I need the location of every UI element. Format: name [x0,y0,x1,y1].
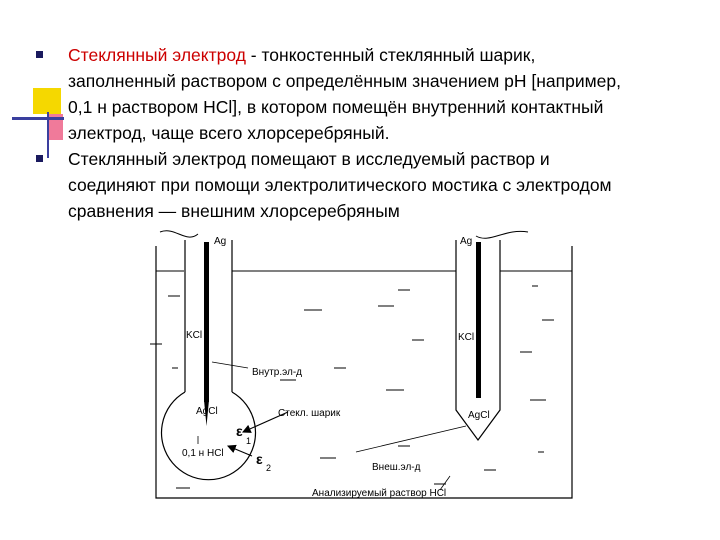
epsilon-1-arrow [241,411,289,433]
solution-dashes [150,285,554,489]
label-agcl-left: AgCl [196,406,218,417]
label-kcl-right: KCl [458,332,474,343]
glass-bulb [160,391,257,481]
decor-blue-vline [47,112,49,158]
inner-silver-wire [204,242,209,402]
label-agcl-right: AgCl [468,410,490,421]
bullet-item-glass-electrode: Стеклянный электрод - тонкостенный стекл… [36,42,706,146]
bullet-text: Стеклянный электрод помещают в исследуем… [68,149,612,221]
bullet-square-icon [36,155,43,162]
term-highlight: Стеклянный электрод [68,45,246,65]
left-lead-wire [159,230,199,238]
bullet-text: - тонкостенный стеклянный шарик, заполне… [68,45,621,143]
bullet-square-icon [36,51,43,58]
bullet-item-placement: Стеклянный электрод помещают в исследуем… [36,146,706,224]
label-kcl-left: KCl [186,330,202,341]
inner-electrode-leader [211,361,249,369]
decor-yellow-block [33,88,61,114]
outer-silver-wire [476,242,481,398]
label-glass-bulb: Стекл. шарик [278,408,341,419]
label-epsilon-2: ε [256,451,263,467]
decor-blue-line [12,117,64,120]
vessel-outline [155,246,573,499]
outer-electrode-arrow [355,425,467,453]
label-ag-left: Ag [214,236,226,247]
decor-pink-block [48,114,63,140]
label-epsilon-1: ε [236,423,243,439]
label-analyzed-solution: Анализируемый раствор HCl [312,488,446,499]
right-lead-wire [475,230,529,239]
label-ag-right: Ag [460,236,472,247]
label-epsilon-2-sub: 2 [266,463,271,473]
label-inner-electrode: Внутр.эл-д [252,367,302,378]
epsilon-2-arrow [226,444,253,457]
inner-agcl-tip [204,400,209,426]
reference-electrode-tube [455,240,501,442]
bullet-list: Стеклянный электрод - тонкостенный стекл… [36,42,706,224]
label-outer-electrode: Внеш.эл-д [372,462,421,473]
label-epsilon-1-sub: 1 [246,436,251,446]
glass-electrode-tube [184,240,233,392]
analyzed-solution-leader [439,475,451,491]
label-hcl-inner: 0,1 н HCl [182,448,224,459]
